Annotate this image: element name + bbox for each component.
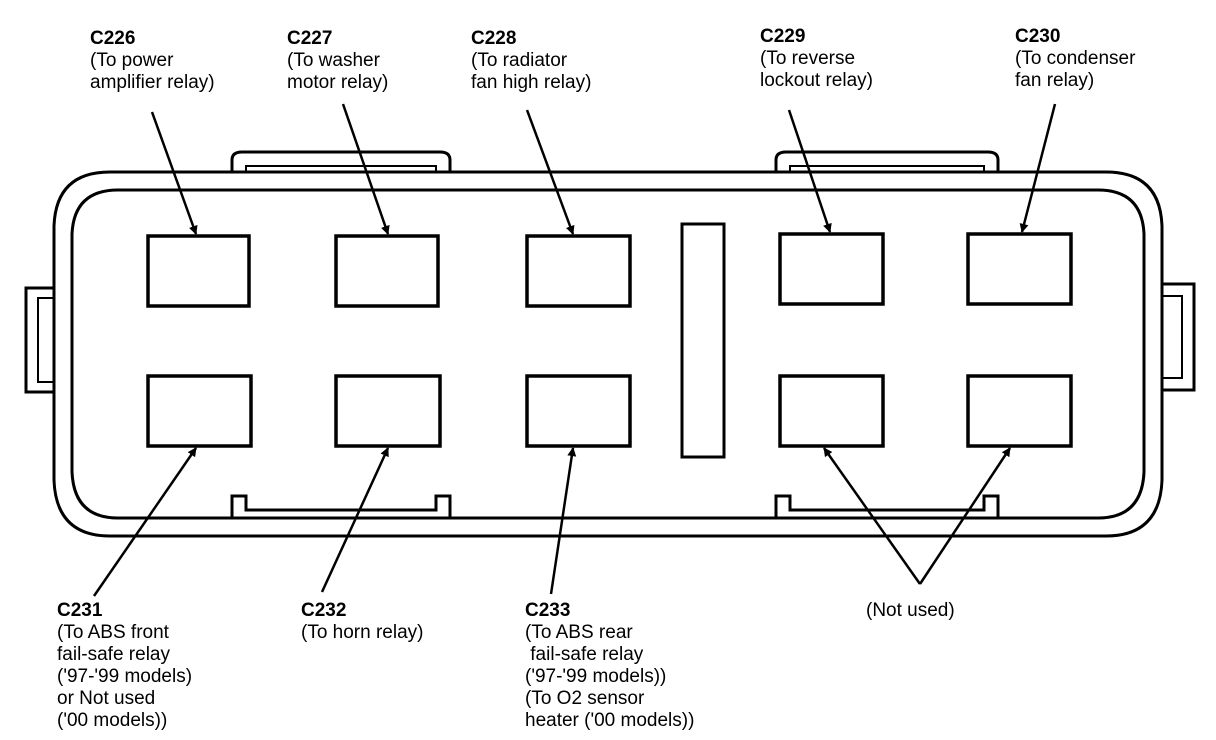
side-latch-right-inner <box>1162 295 1183 379</box>
socket-c227 <box>334 234 440 308</box>
arrow-c233 <box>549 447 577 595</box>
arrow-c226 <box>150 111 198 235</box>
arrow-c229 <box>787 109 832 233</box>
side-latch-left-inner <box>37 297 54 383</box>
connector-id: C226 <box>90 28 136 49</box>
center-divider <box>680 222 726 459</box>
housing-outer <box>52 170 1164 538</box>
socket-not-used-2 <box>966 374 1073 448</box>
label-c229: C229 (To reverse lockout relay) <box>760 26 873 91</box>
connector-id: C229 <box>760 26 806 47</box>
arrow-c231 <box>92 447 198 597</box>
top-tab-right <box>774 150 1000 172</box>
socket-c231 <box>146 374 253 448</box>
socket-c226 <box>146 234 251 308</box>
socket-c233 <box>525 374 632 448</box>
socket-c230 <box>966 232 1073 306</box>
label-c232: C232 (To horn relay) <box>301 600 424 643</box>
connector-id: C230 <box>1015 26 1061 47</box>
connector-id: C227 <box>287 28 333 49</box>
arrow-c228 <box>525 109 575 235</box>
arrow-c230 <box>1019 103 1057 233</box>
socket-c229 <box>778 232 885 306</box>
top-tab-left <box>230 150 452 172</box>
side-latch-left <box>24 286 54 394</box>
label-c226: C226 (To power amplifier relay) <box>90 28 215 93</box>
connector-id: C231 <box>57 600 103 621</box>
label-c227: C227 (To washer motor relay) <box>287 28 389 93</box>
bottom-tab-right-outline <box>774 494 1000 518</box>
label-c230: C230 (To condenser fan relay) <box>1015 26 1136 91</box>
bottom-tab-left-outline <box>230 494 452 518</box>
arrow-not-used-1 <box>822 447 922 585</box>
connector-id: C233 <box>525 600 571 621</box>
label-not-used: (Not used) <box>866 600 955 621</box>
arrow-c232 <box>320 447 390 593</box>
connector-id: C232 <box>301 600 347 621</box>
label-c231: C231 (To ABS front fail-safe relay ('97-… <box>57 600 193 731</box>
arrow-not-used-2 <box>918 447 1012 585</box>
label-c233: C233 (To ABS rear fail-safe relay ('97-'… <box>525 600 695 731</box>
side-latch-right <box>1162 282 1196 392</box>
arrow-c227 <box>341 103 390 235</box>
socket-c228 <box>525 234 632 308</box>
housing-inner <box>70 188 1146 520</box>
connector-id: C228 <box>471 28 517 49</box>
top-tab-right-inner <box>789 165 985 172</box>
socket-not-used-1 <box>778 374 885 448</box>
socket-c232 <box>334 374 442 448</box>
top-tab-left-inner <box>245 165 437 172</box>
label-c228: C228 (To radiator fan high relay) <box>471 28 592 93</box>
